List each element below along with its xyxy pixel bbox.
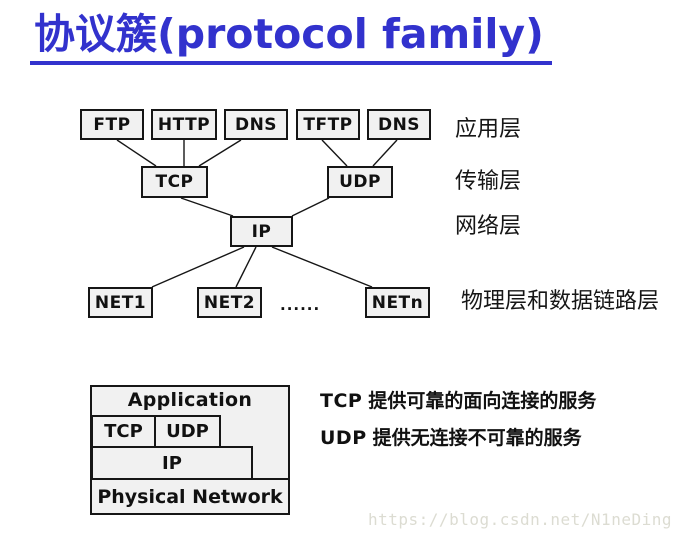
node-netn: NETn [365, 287, 430, 318]
node-ftp: FTP [80, 109, 144, 140]
node-ip: IP [230, 216, 293, 247]
watermark-url: https://blog.csdn.net/N1neDing [368, 510, 672, 529]
node-dns-udp: DNS [367, 109, 431, 140]
stack-tcp-cell: TCP [93, 417, 156, 446]
note-udp: UDP 提供无连接不可靠的服务 [320, 423, 582, 450]
layer-label-physical-datalink: 物理层和数据链路层 [461, 289, 660, 314]
node-dns-tcp: DNS [224, 109, 288, 140]
node-tftp: TFTP [296, 109, 360, 140]
note-udp-text: 提供无连接不可靠的服务 [372, 427, 582, 449]
node-udp: UDP [327, 166, 393, 198]
note-tcp: TCP 提供可靠的面向连接的服务 [320, 386, 596, 413]
page-title: 协议簇(protocol family) [30, 8, 552, 66]
node-net2: NET2 [197, 287, 262, 318]
note-tcp-prefix: TCP [320, 390, 363, 412]
stack-physical-cell: Physical Network [97, 485, 283, 508]
layer-label-transport: 传输层 [455, 169, 522, 194]
stack-tcp-udp-row: TCP UDP [91, 415, 221, 448]
note-udp-prefix: UDP [320, 427, 367, 449]
node-http: HTTP [151, 109, 217, 140]
net-ellipsis: ...... [280, 296, 321, 314]
layer-label-network: 网络层 [455, 214, 522, 239]
note-tcp-text: 提供可靠的面向连接的服务 [368, 390, 597, 412]
stack-ip-row: IP [91, 446, 253, 480]
node-tcp: TCP [141, 166, 208, 198]
stack-application-label: Application [127, 389, 253, 411]
stack-udp-cell: UDP [166, 421, 209, 442]
stack-ip-cell: IP [162, 452, 182, 474]
node-net1: NET1 [88, 287, 153, 318]
stack-physical-row: Physical Network [90, 478, 290, 515]
layer-label-application: 应用层 [455, 117, 522, 142]
